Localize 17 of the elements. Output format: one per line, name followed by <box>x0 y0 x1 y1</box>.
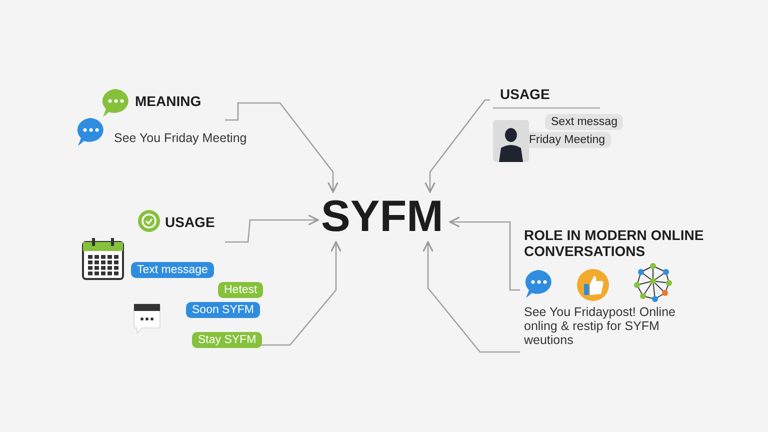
chat-bubble: Text message <box>131 262 214 278</box>
heading: ROLE IN MODERN ONLINE CONVERSATIONS <box>524 227 705 259</box>
heading: MEANING <box>135 93 202 109</box>
definition-text: See You Friday Meeting <box>114 131 247 145</box>
arrow <box>225 214 319 243</box>
description-text: See You Fridaypost! Online onling & restip for SYFM weutions <box>524 305 676 347</box>
arrow <box>422 241 520 353</box>
arrow <box>449 216 520 291</box>
title-text: SYFM <box>321 192 444 242</box>
chat-bubble: Stay SYFM <box>192 332 262 348</box>
chat-bubble: Hetest <box>218 282 264 298</box>
heading: USAGE <box>165 214 215 230</box>
arrow <box>225 102 338 193</box>
chat-bubble: Sext messag <box>545 114 624 130</box>
arrow <box>424 99 490 193</box>
heading: USAGE <box>500 86 550 102</box>
chat-bubble: Soon SYFM <box>186 302 260 318</box>
